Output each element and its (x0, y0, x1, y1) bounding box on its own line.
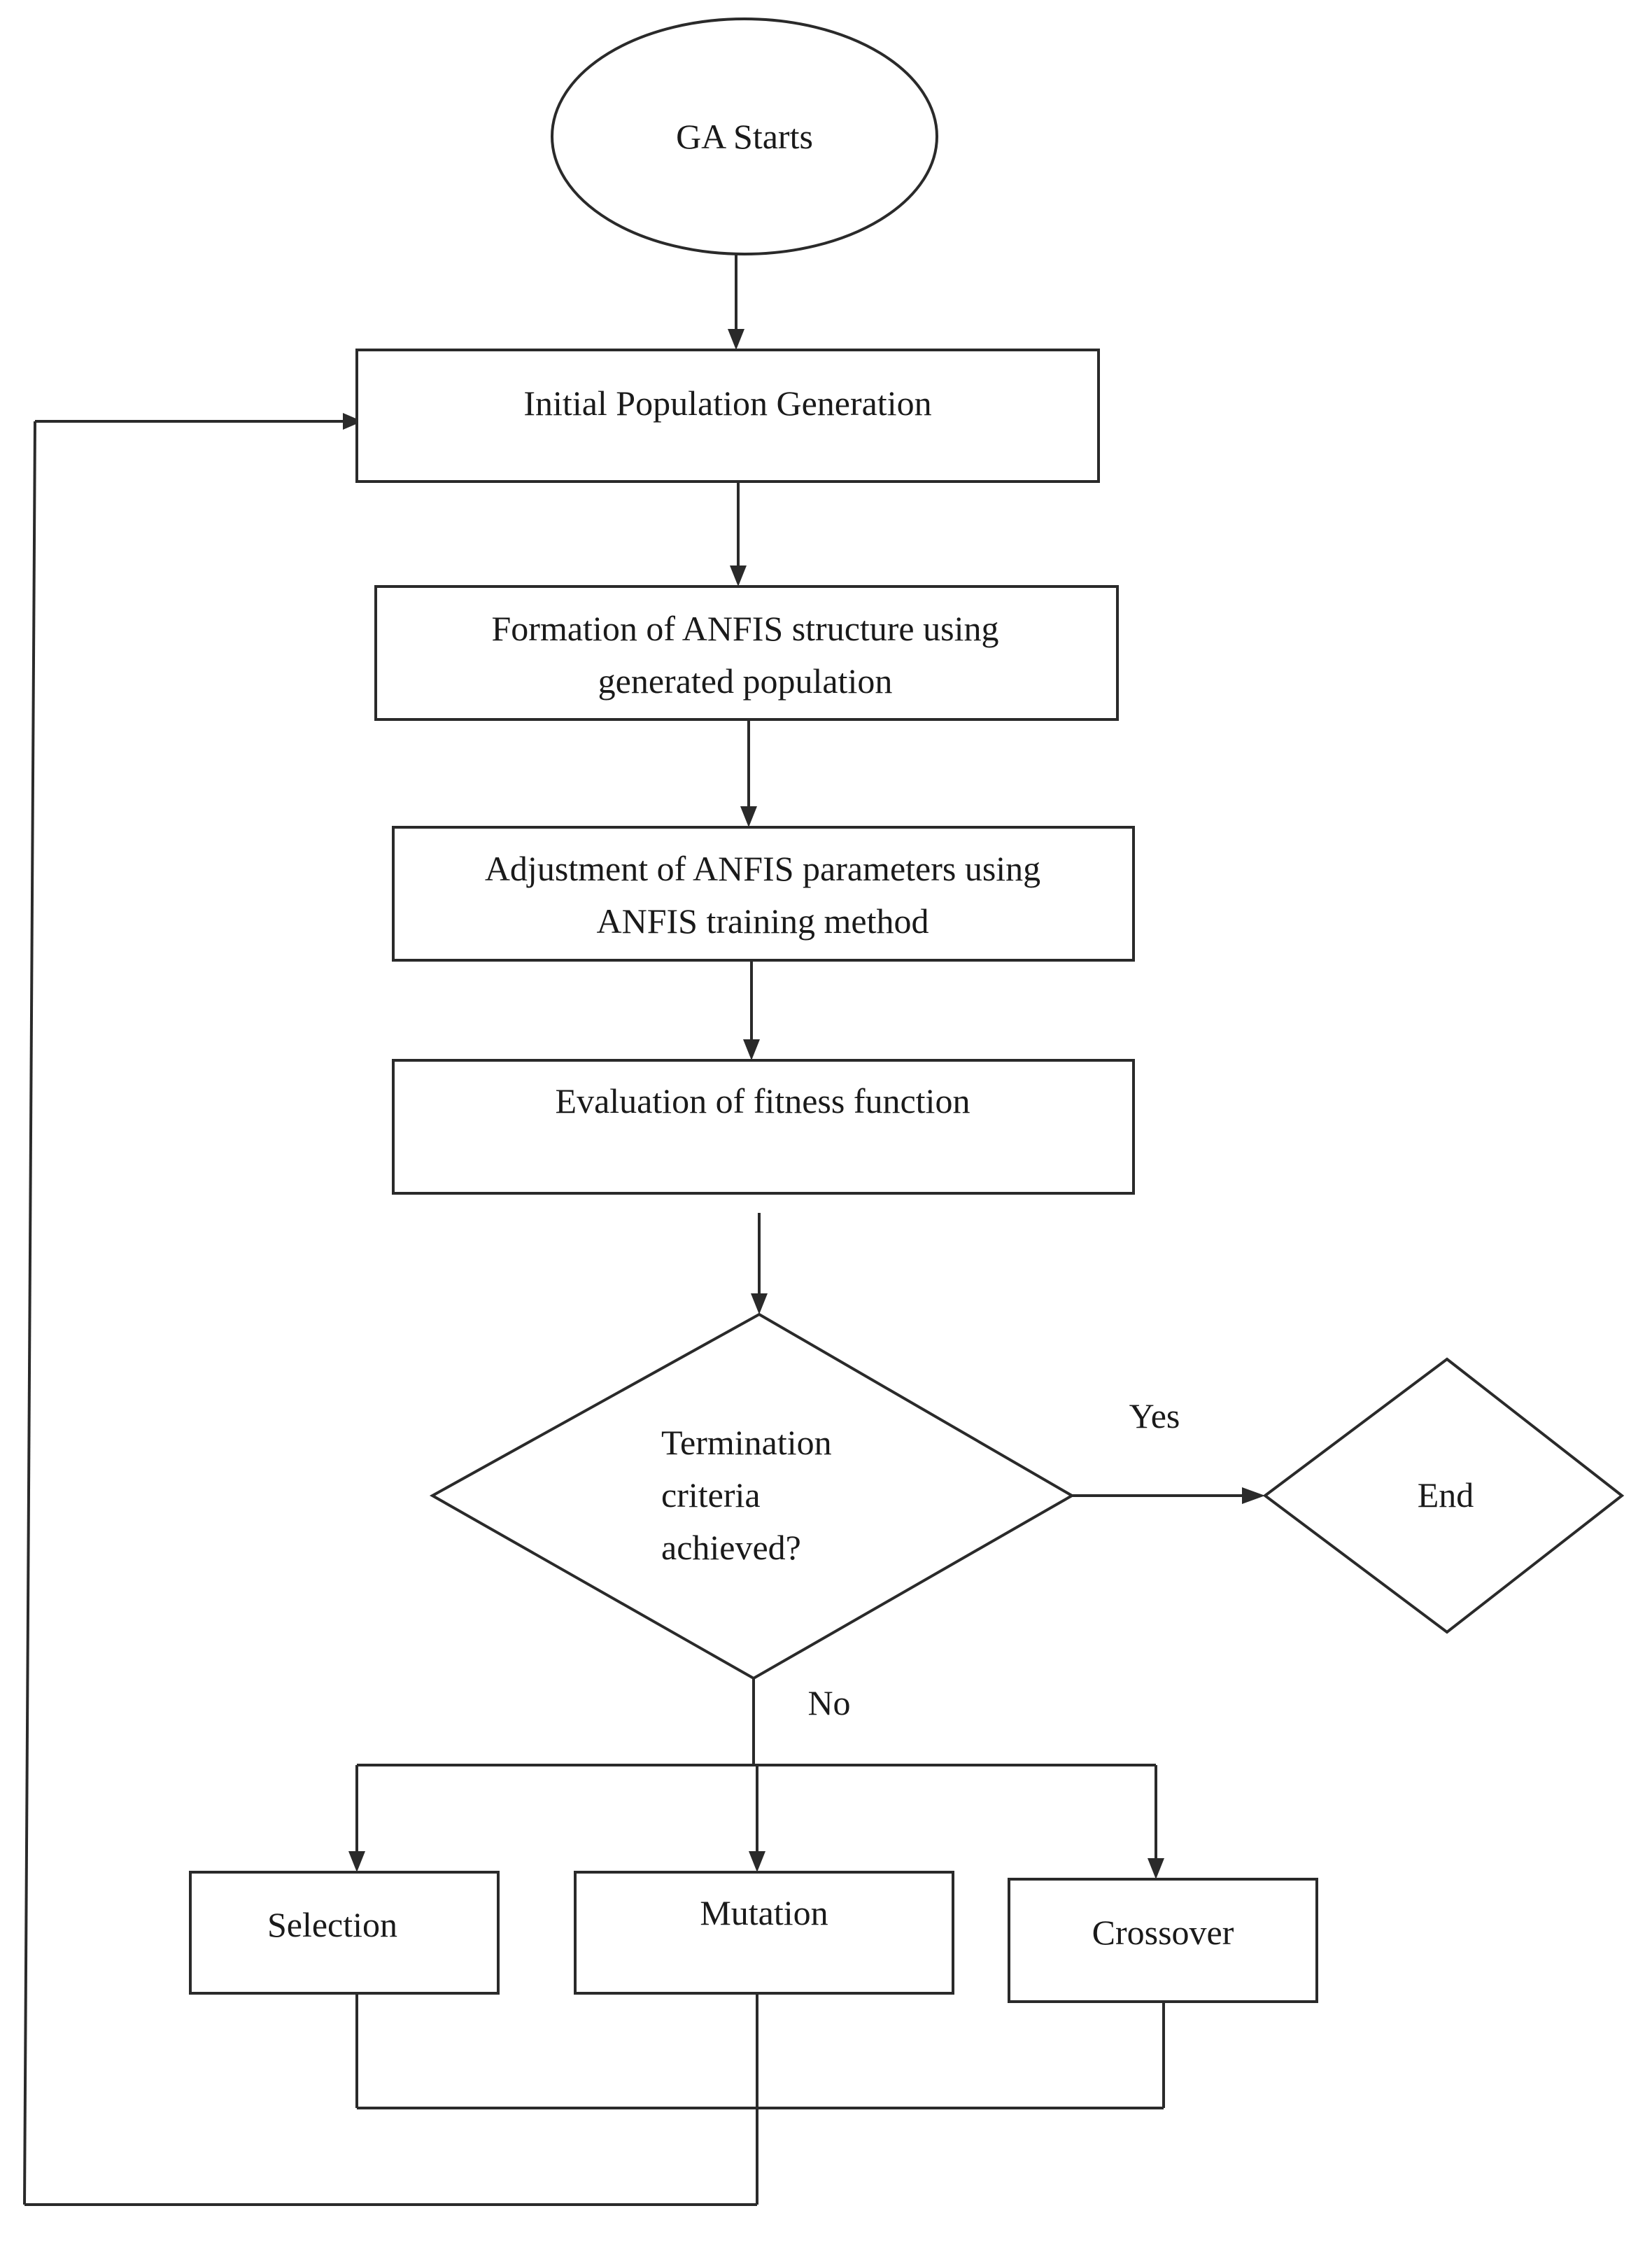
arrowhead-crossover (1148, 1858, 1164, 1879)
initial-population-node: Initial Population Generation (355, 349, 1100, 483)
formation-node: Formation of ANFIS structure using gener… (374, 585, 1119, 721)
decision-node: Termination criteria achieved? (429, 1312, 1075, 1680)
start-label: GA Starts (676, 117, 813, 156)
initial-population-label: Initial Population Generation (523, 384, 931, 423)
selection-node: Selection (189, 1871, 500, 1995)
no-label: No (807, 1683, 850, 1722)
adjustment-label-line1: Adjustment of ANFIS parameters using (485, 849, 1040, 888)
arrowhead-mutation (749, 1851, 765, 1872)
adjustment-node: Adjustment of ANFIS parameters using ANF… (392, 826, 1135, 962)
arrowhead-selection (348, 1851, 365, 1872)
formation-label-line2: generated population (598, 661, 893, 701)
line-loop-left (23, 421, 36, 2205)
mutation-label: Mutation (700, 1893, 828, 1932)
evaluation-label: Evaluation of fitness function (556, 1081, 970, 1121)
arrowhead-init (728, 329, 744, 350)
arrowhead-loop (343, 413, 362, 430)
arrowhead-decision (751, 1293, 768, 1314)
crossover-label: Crossover (1092, 1913, 1234, 1952)
yes-label: Yes (1129, 1396, 1180, 1435)
arrowhead-formation (730, 565, 747, 586)
selection-label: Selection (267, 1905, 397, 1944)
end-node: End (1262, 1357, 1625, 1634)
adjustment-label-line2: ANFIS training method (597, 901, 929, 941)
end-label: End (1418, 1475, 1474, 1515)
decision-label-line3: achieved? (661, 1528, 801, 1567)
start-node: GA Starts (551, 17, 938, 255)
decision-label-line1: Termination (661, 1423, 832, 1462)
arrowhead-adjustment (740, 806, 757, 827)
formation-label-line1: Formation of ANFIS structure using (492, 609, 999, 648)
decision-label-line2: criteria (661, 1475, 761, 1515)
arrowhead-evaluation (743, 1039, 760, 1060)
mutation-node: Mutation (574, 1871, 954, 1995)
arrowhead-end (1242, 1487, 1265, 1504)
evaluation-node: Evaluation of fitness function (392, 1059, 1135, 1195)
crossover-node: Crossover (1008, 1878, 1318, 2003)
